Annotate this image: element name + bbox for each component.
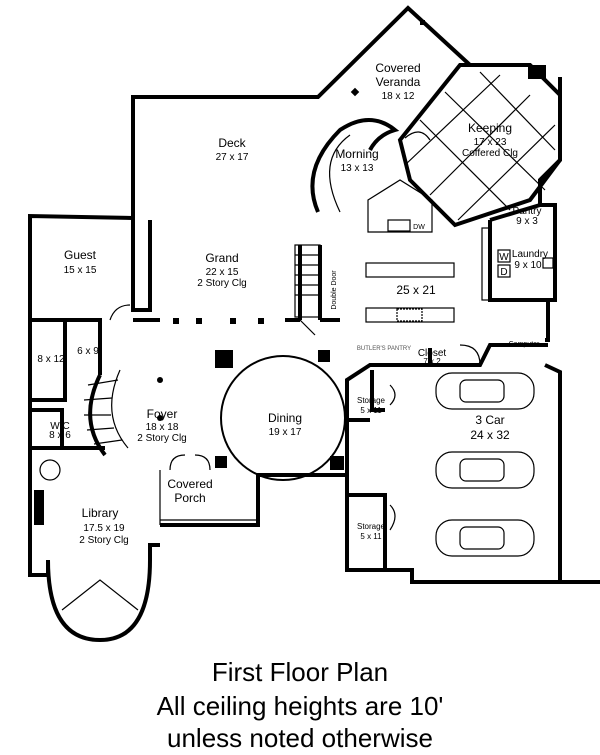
keeping-room bbox=[397, 63, 562, 228]
caption-title: First Floor Plan bbox=[211, 657, 389, 687]
veranda-size: 18 x 12 bbox=[382, 91, 415, 102]
library-size: 17.5 x 19 bbox=[83, 523, 125, 534]
wic-size: 8 x 6 bbox=[49, 430, 71, 441]
foyer-size: 18 x 18 bbox=[146, 422, 179, 433]
garage-label: 3 Car bbox=[475, 413, 504, 427]
library-bay bbox=[61, 579, 139, 611]
keeping-note: Coffered Clg bbox=[462, 148, 518, 159]
kitchen-size: 25 x 21 bbox=[396, 283, 436, 297]
foyer-label: Foyer bbox=[147, 407, 178, 421]
morning-size: 13 x 13 bbox=[341, 163, 374, 174]
closet-label: Closet bbox=[418, 348, 447, 359]
porch-label: Covered bbox=[167, 477, 212, 491]
pantry-size: 9 x 3 bbox=[516, 216, 538, 227]
storage2-size: 5 x 11 bbox=[360, 532, 382, 541]
exterior-walls bbox=[28, 5, 600, 643]
dining-label: Dining bbox=[268, 411, 302, 425]
morning-bay-wall bbox=[310, 118, 400, 213]
grand-note: 2 Story Clg bbox=[197, 278, 246, 289]
veranda-label-2: Veranda bbox=[376, 75, 421, 89]
guest-size: 15 x 15 bbox=[64, 265, 97, 276]
dining-size: 19 x 17 bbox=[269, 427, 302, 438]
caption-line-3: unless noted otherwise bbox=[167, 723, 433, 753]
washer-label: W bbox=[499, 252, 509, 263]
wic-label: WIC bbox=[50, 421, 69, 432]
dishwasher-label: DW bbox=[413, 224, 425, 231]
keeping-label: Keeping bbox=[468, 121, 512, 135]
foyer-curved-stair bbox=[83, 369, 129, 457]
grand-size: 22 x 15 bbox=[206, 267, 239, 278]
library-label: Library bbox=[82, 506, 119, 520]
columns bbox=[157, 318, 264, 421]
foyer-note: 2 Story Clg bbox=[137, 433, 186, 444]
bath-size: 8 x 12 bbox=[37, 354, 65, 365]
kitchen-islands bbox=[365, 179, 490, 323]
guest-label: Guest bbox=[64, 248, 97, 262]
storage2-label: Storage bbox=[357, 522, 386, 531]
library-note: 2 Story Clg bbox=[79, 535, 128, 546]
cars bbox=[435, 372, 535, 557]
porch-label-2: Porch bbox=[174, 491, 205, 505]
dryer-label: D bbox=[500, 267, 507, 278]
closet-size: 7 x 2 bbox=[423, 357, 441, 366]
grand-stair bbox=[294, 244, 321, 318]
double-door-label: Double Door bbox=[331, 270, 338, 310]
computer-label: Computer bbox=[509, 341, 540, 348]
morning-label: Morning bbox=[335, 147, 378, 161]
butlers-pantry-label: BUTLER'S PANTRY bbox=[357, 346, 411, 352]
door-swings bbox=[109, 131, 481, 531]
pantry-label: Pantry bbox=[513, 206, 542, 217]
spiral-stair bbox=[39, 459, 61, 481]
dining-room bbox=[215, 350, 346, 481]
storage1-label: Storage bbox=[357, 396, 386, 405]
deck-size: 27 x 17 bbox=[216, 152, 249, 163]
grand-label: Grand bbox=[205, 251, 238, 265]
laundry-label: Laundry bbox=[512, 249, 548, 260]
garage-size: 24 x 32 bbox=[470, 428, 510, 442]
caption-line-2: All ceiling heights are 10' bbox=[156, 691, 444, 721]
keeping-size: 17 x 23 bbox=[474, 137, 507, 148]
storage1-size: 5 x 11 bbox=[360, 406, 382, 415]
laundry-size: 9 x 10 bbox=[514, 260, 542, 271]
deck-label: Deck bbox=[218, 136, 246, 150]
powder-size: 6 x 9 bbox=[77, 346, 99, 357]
veranda-label: Covered bbox=[375, 61, 420, 75]
floor-plan: Covered Veranda 18 x 12 Deck 27 x 17 Mor… bbox=[28, 5, 600, 643]
